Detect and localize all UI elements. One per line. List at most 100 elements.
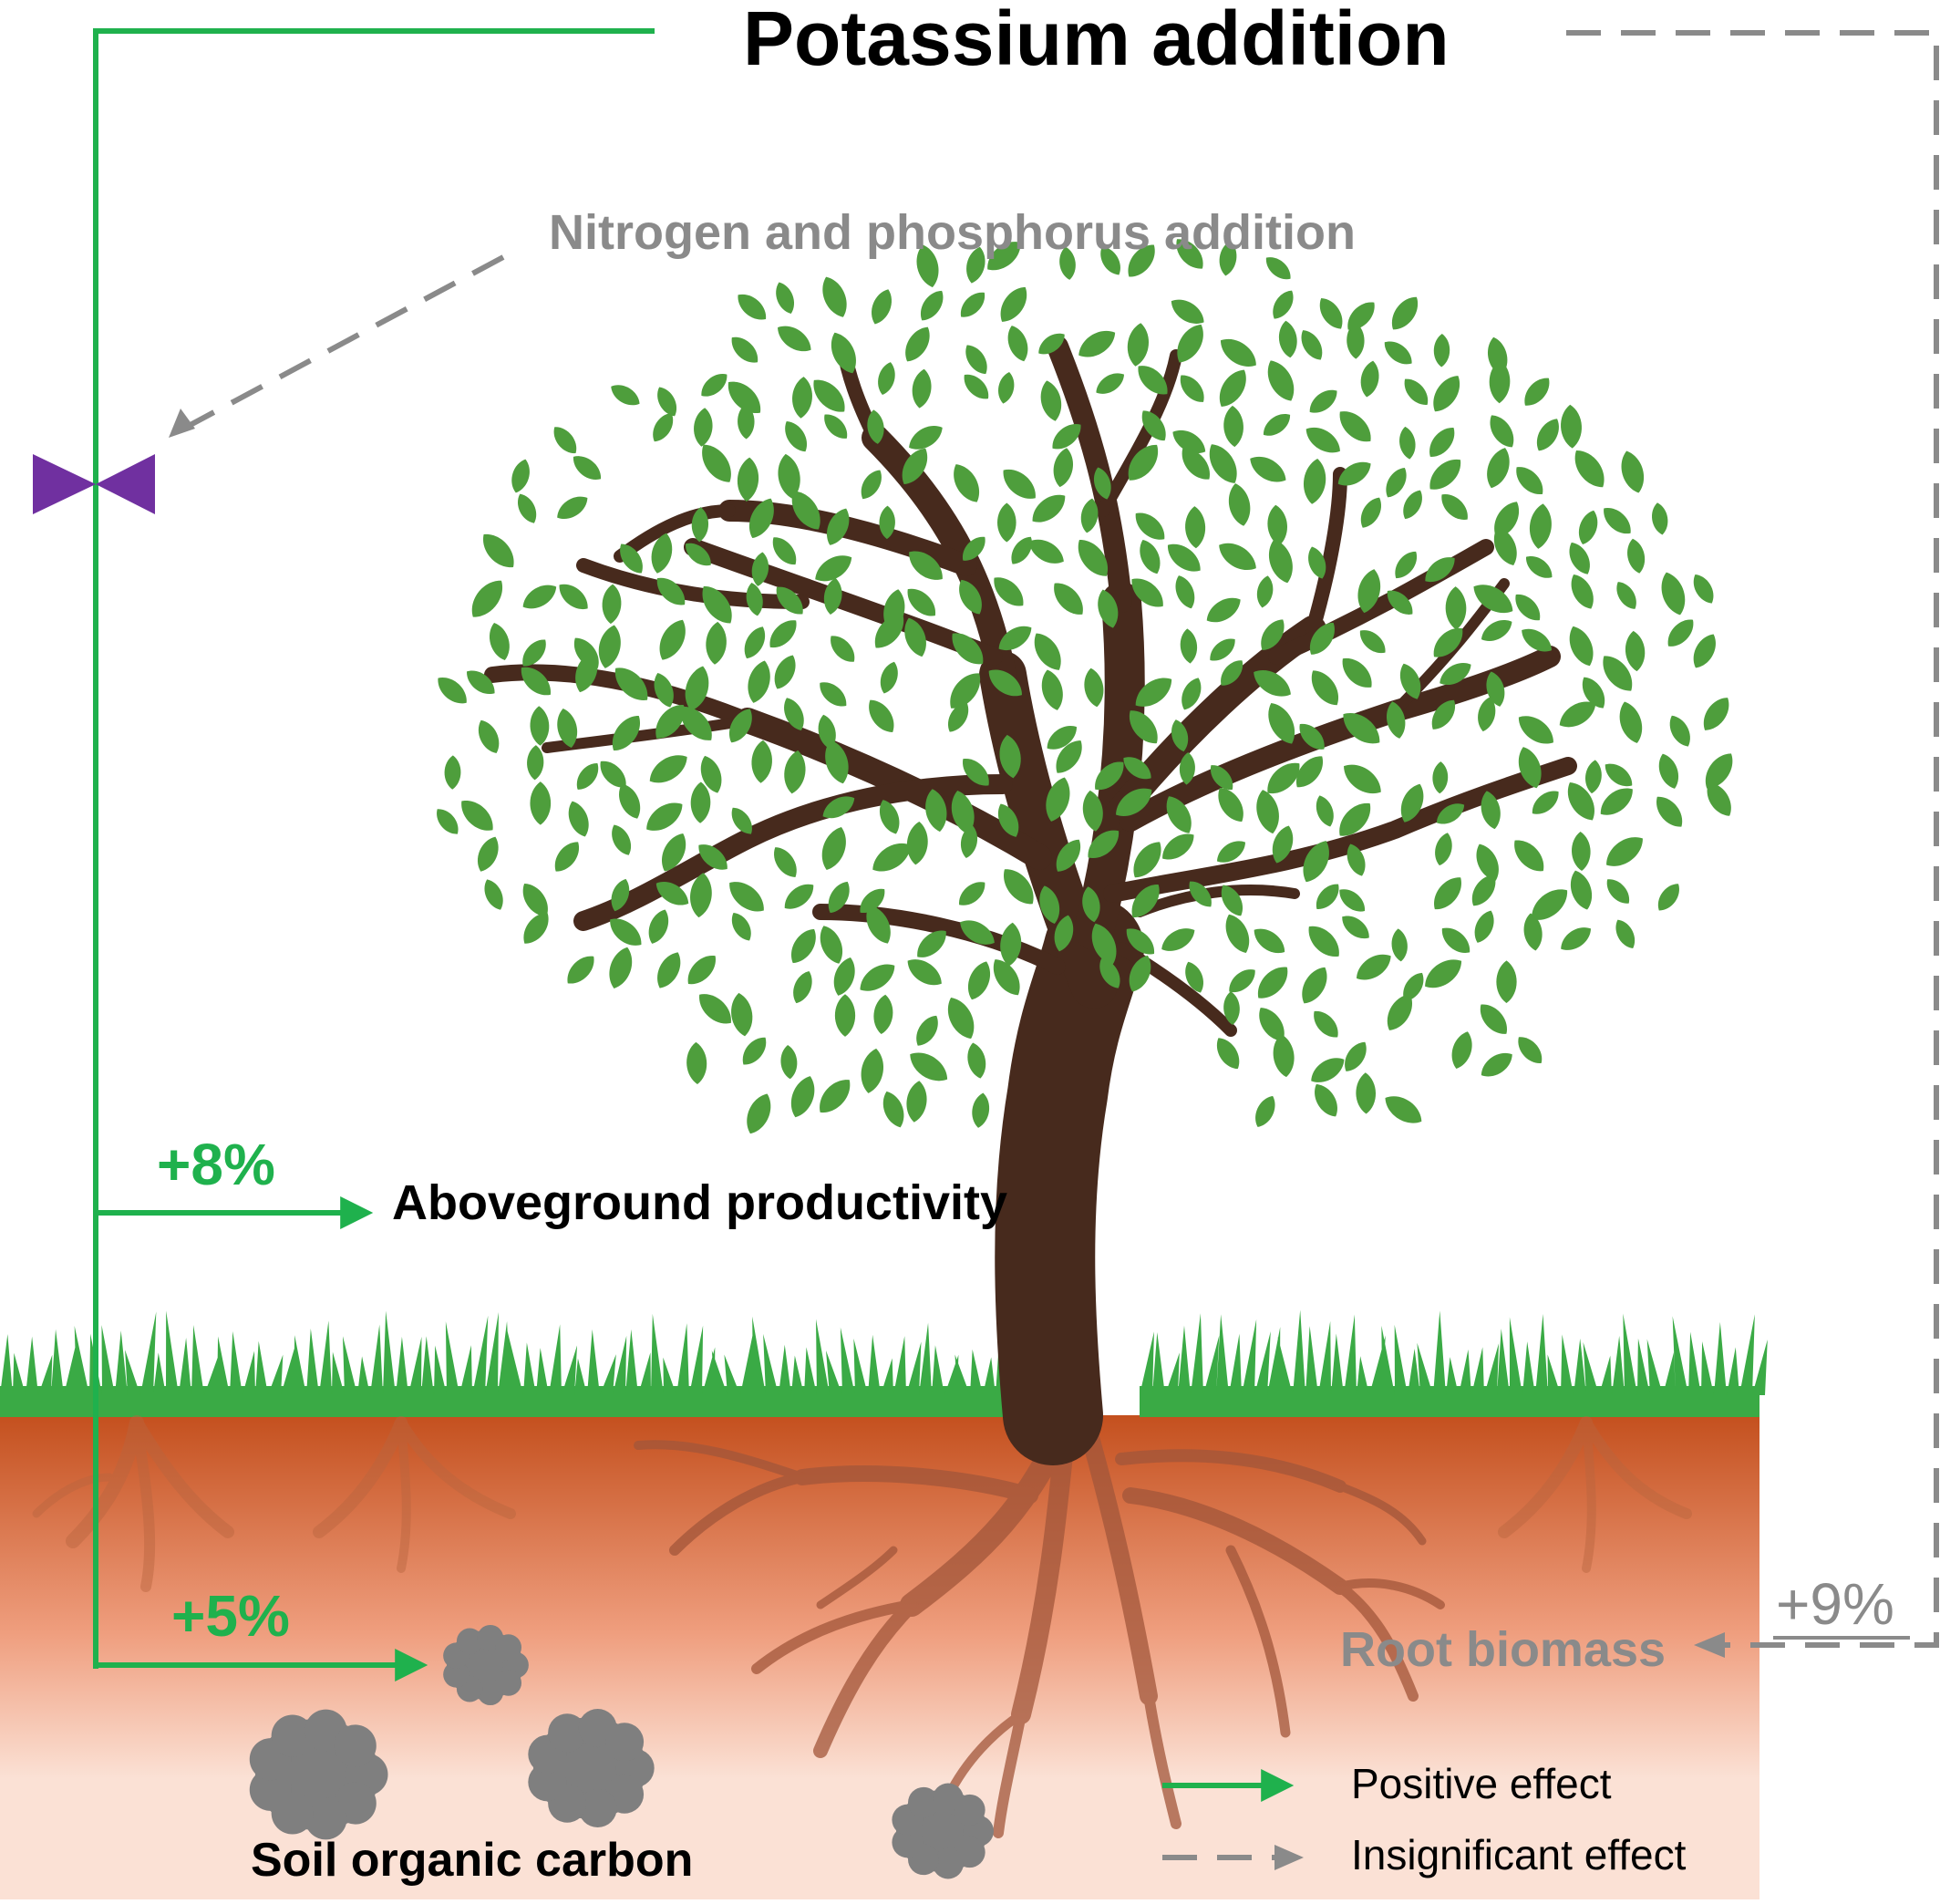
leaf <box>1059 246 1076 280</box>
leaf <box>1707 782 1731 816</box>
leaf <box>1656 796 1683 827</box>
leaf <box>1219 543 1256 570</box>
leaf <box>1425 959 1462 988</box>
leaf <box>869 699 894 732</box>
leaf <box>1493 527 1517 565</box>
leaf <box>477 836 499 872</box>
leaf <box>1625 630 1646 672</box>
leaf <box>706 621 727 665</box>
grass-blades <box>1140 1309 1768 1395</box>
leaf <box>1126 928 1154 955</box>
leaf <box>1705 753 1733 789</box>
leaf <box>1515 595 1541 621</box>
leaf <box>1384 341 1412 365</box>
leaf <box>1210 765 1233 791</box>
leaf <box>997 502 1016 543</box>
leaf <box>1189 881 1212 907</box>
leaf <box>522 639 546 667</box>
leaf <box>1429 459 1460 490</box>
leaf <box>602 584 622 625</box>
leaf <box>1218 787 1243 823</box>
leaf <box>1221 660 1243 686</box>
leaf <box>860 964 895 991</box>
leaf <box>1255 1095 1275 1127</box>
leaf <box>1162 833 1194 860</box>
leaf <box>878 362 895 396</box>
carbon-clump <box>443 1624 529 1706</box>
leaf <box>1000 922 1022 967</box>
leaf <box>1273 1034 1295 1078</box>
leaf <box>1127 323 1149 367</box>
leaf <box>1606 837 1643 866</box>
leaf <box>1518 747 1542 789</box>
leaf <box>575 651 598 693</box>
leaf <box>1606 879 1630 904</box>
leaf <box>1400 783 1424 823</box>
leaf <box>833 957 855 996</box>
leaf <box>999 734 1021 779</box>
leaf <box>1667 619 1694 647</box>
leaf <box>1471 874 1496 906</box>
leaf <box>1209 444 1237 483</box>
leaf <box>1481 620 1512 641</box>
leaf <box>1572 831 1591 872</box>
leaf <box>994 577 1024 606</box>
leaf <box>655 705 685 739</box>
leaf <box>1356 1072 1377 1114</box>
leaf <box>461 801 493 831</box>
leaf <box>909 551 943 580</box>
leaf <box>1359 630 1386 654</box>
leaf <box>1047 726 1077 750</box>
insignificant-effect-paths <box>185 30 1939 1648</box>
leaf <box>1078 540 1109 576</box>
leaf <box>1431 699 1456 730</box>
leaf <box>879 800 900 834</box>
leaf <box>965 345 987 375</box>
leaf <box>646 802 683 831</box>
leaf <box>1316 884 1339 909</box>
leaf <box>774 655 796 689</box>
leaf <box>791 928 816 964</box>
leaf <box>751 740 772 783</box>
leaf <box>611 385 640 406</box>
leaf <box>780 1044 798 1080</box>
leaf <box>962 536 985 561</box>
leaf <box>1429 428 1455 457</box>
leaf <box>1347 322 1365 359</box>
leaf <box>1481 1052 1512 1077</box>
leaf <box>651 533 673 574</box>
leaf <box>1569 542 1590 574</box>
leaf <box>1524 378 1550 406</box>
leaf <box>731 912 751 941</box>
leaf <box>1433 376 1460 412</box>
leaf <box>600 761 626 788</box>
leaf <box>1263 414 1291 436</box>
legend-positive-label: Positive effect <box>1351 1760 1612 1807</box>
leaf <box>1268 539 1293 584</box>
leaf <box>1257 967 1288 999</box>
leaf <box>1180 375 1204 402</box>
leaf <box>1084 667 1104 708</box>
leaf <box>1223 991 1240 1026</box>
leaf <box>1356 954 1391 980</box>
leaf <box>1131 578 1163 607</box>
leaf <box>872 289 892 325</box>
leaf <box>657 952 681 988</box>
leaf <box>998 372 1015 404</box>
leaf <box>997 803 1019 837</box>
leaf <box>1056 740 1082 773</box>
leaf <box>1273 290 1294 319</box>
leaf <box>785 420 807 452</box>
leaf <box>1216 841 1246 863</box>
leaf <box>553 427 577 454</box>
leaf <box>988 669 1022 697</box>
leaf <box>1268 702 1295 744</box>
leaf <box>731 807 752 834</box>
leaf <box>905 326 930 362</box>
leaf <box>916 244 939 288</box>
leaf <box>685 666 709 711</box>
leaf <box>748 498 774 539</box>
leaf <box>559 584 588 610</box>
leaf <box>1574 450 1605 488</box>
